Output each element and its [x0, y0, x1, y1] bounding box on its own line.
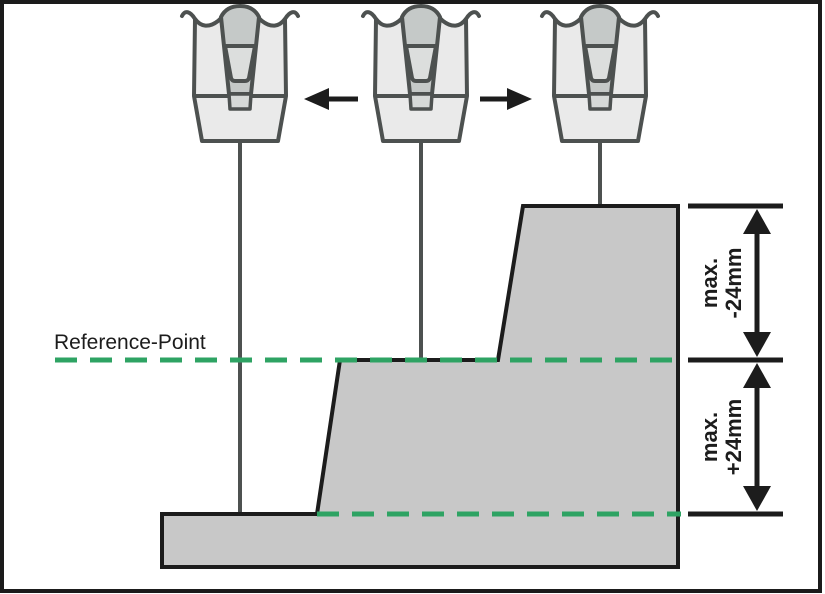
probe-left [180, 4, 300, 143]
probe-right [540, 4, 660, 143]
move-left-arrow [304, 88, 358, 110]
upper-dimension-label: max. -24mm [697, 247, 746, 319]
move-right-arrow [480, 88, 532, 110]
lower-dimension-label: max. +24mm [697, 398, 746, 476]
probe-center [361, 4, 481, 143]
upper-dimension-label-line2: -24mm [721, 247, 746, 319]
lower-dimension-arrow [743, 363, 771, 511]
upper-dimension-label-line1: max. [697, 257, 722, 309]
lower-dimension-label-line2: +24mm [721, 398, 746, 476]
upper-dimension-arrow [743, 209, 771, 357]
workpiece-surface [160, 204, 680, 569]
lower-dimension-label-line1: max. [697, 411, 722, 463]
reference-point-label: Reference-Point [54, 331, 206, 354]
